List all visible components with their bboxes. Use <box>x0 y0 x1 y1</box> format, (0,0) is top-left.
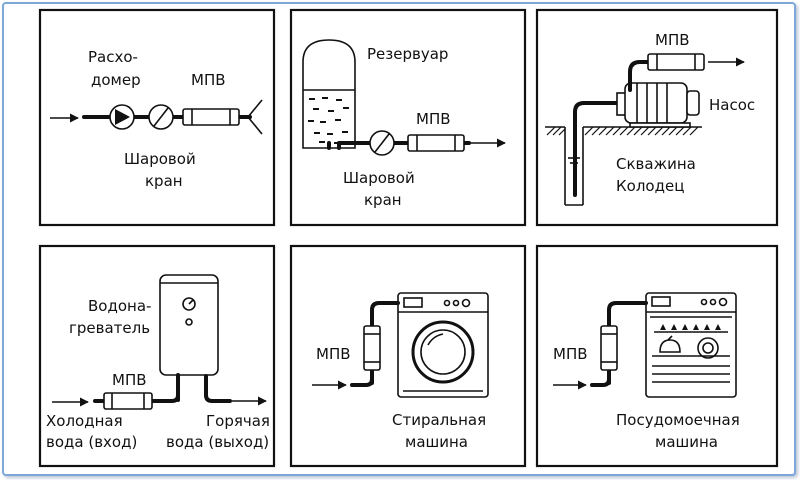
mpv-label: МПВ <box>191 71 226 89</box>
mpv-label: МПВ <box>316 345 351 363</box>
panel-reservoir: Резервуар МПВ Шаровой кран <box>289 8 527 227</box>
ball-valve-icon <box>148 104 174 130</box>
panel-washer: МПВ Стиральная машина <box>289 244 527 468</box>
reservoir-tank-icon <box>302 39 356 149</box>
cold-label-line2: вода (вход) <box>46 433 137 451</box>
pipe-bend <box>364 377 374 387</box>
suction-pipe <box>573 101 622 197</box>
mpv-device-icon <box>407 134 465 152</box>
mpv-device-icon <box>363 325 381 371</box>
machine-label-line1: Посудомоечная <box>616 411 740 429</box>
ball-valve-icon <box>369 130 395 156</box>
mpv-label: МПВ <box>553 345 588 363</box>
hot-label-line2: вода (выход) <box>166 433 269 451</box>
mpv-device-icon <box>103 392 153 410</box>
mpv-label: МПВ <box>112 371 147 389</box>
flowmeter-label-line2: домер <box>91 71 141 89</box>
mpv-label: МПВ <box>655 31 690 49</box>
pipe-bend <box>601 377 611 387</box>
hot-label-line1: Горячая <box>206 412 270 430</box>
flowmeter-icon <box>109 104 135 130</box>
flowmeter-label-line1: Расхо- <box>88 48 138 66</box>
panel-flowmeter: Расхо- домер МПВ Шаровой кран <box>38 8 276 227</box>
water-heater-icon <box>159 274 219 376</box>
mpv-device-icon <box>647 53 705 71</box>
cold-pipe-riser <box>148 374 180 403</box>
dishwasher-icon <box>645 292 737 398</box>
mpv-device-icon <box>182 108 240 126</box>
outlet-fork-icon <box>247 99 263 135</box>
machine-label-line1: Стиральная <box>392 411 486 429</box>
mpv-device-icon <box>600 325 618 371</box>
heater-label-line1: Водона- <box>88 297 151 315</box>
reservoir-label: Резервуар <box>367 45 448 63</box>
machine-label-line2: машина <box>655 433 718 451</box>
supply-pipe <box>370 301 400 385</box>
panel-dishwasher: МПВ Посудомоечная машина <box>535 244 779 468</box>
valve-label-line2: кран <box>145 172 183 190</box>
hot-pipe <box>204 374 232 403</box>
panel-heater: Водона- греватель МПВ Холодная вода (вхо… <box>38 244 276 468</box>
valve-label-line1: Шаровой <box>124 150 196 168</box>
panel-pump: МПВ Насос Скважина Колодец <box>535 8 779 227</box>
pump-motor-icon <box>616 82 700 128</box>
well-label-line2: Колодец <box>616 177 684 195</box>
panel-frame <box>38 244 276 468</box>
cold-label-line1: Холодная <box>46 412 123 430</box>
heater-label-line2: греватель <box>69 319 150 337</box>
machine-label-line2: машина <box>405 433 468 451</box>
washing-machine-icon <box>397 292 489 398</box>
pump-label: Насос <box>709 96 755 114</box>
mpv-label: МПВ <box>416 110 451 128</box>
discharge-pipe <box>628 60 652 92</box>
valve-label-line1: Шаровой <box>343 169 415 187</box>
valve-label-line2: кран <box>364 191 402 209</box>
well-label-line1: Скважина <box>616 155 696 173</box>
supply-pipe <box>607 301 648 385</box>
